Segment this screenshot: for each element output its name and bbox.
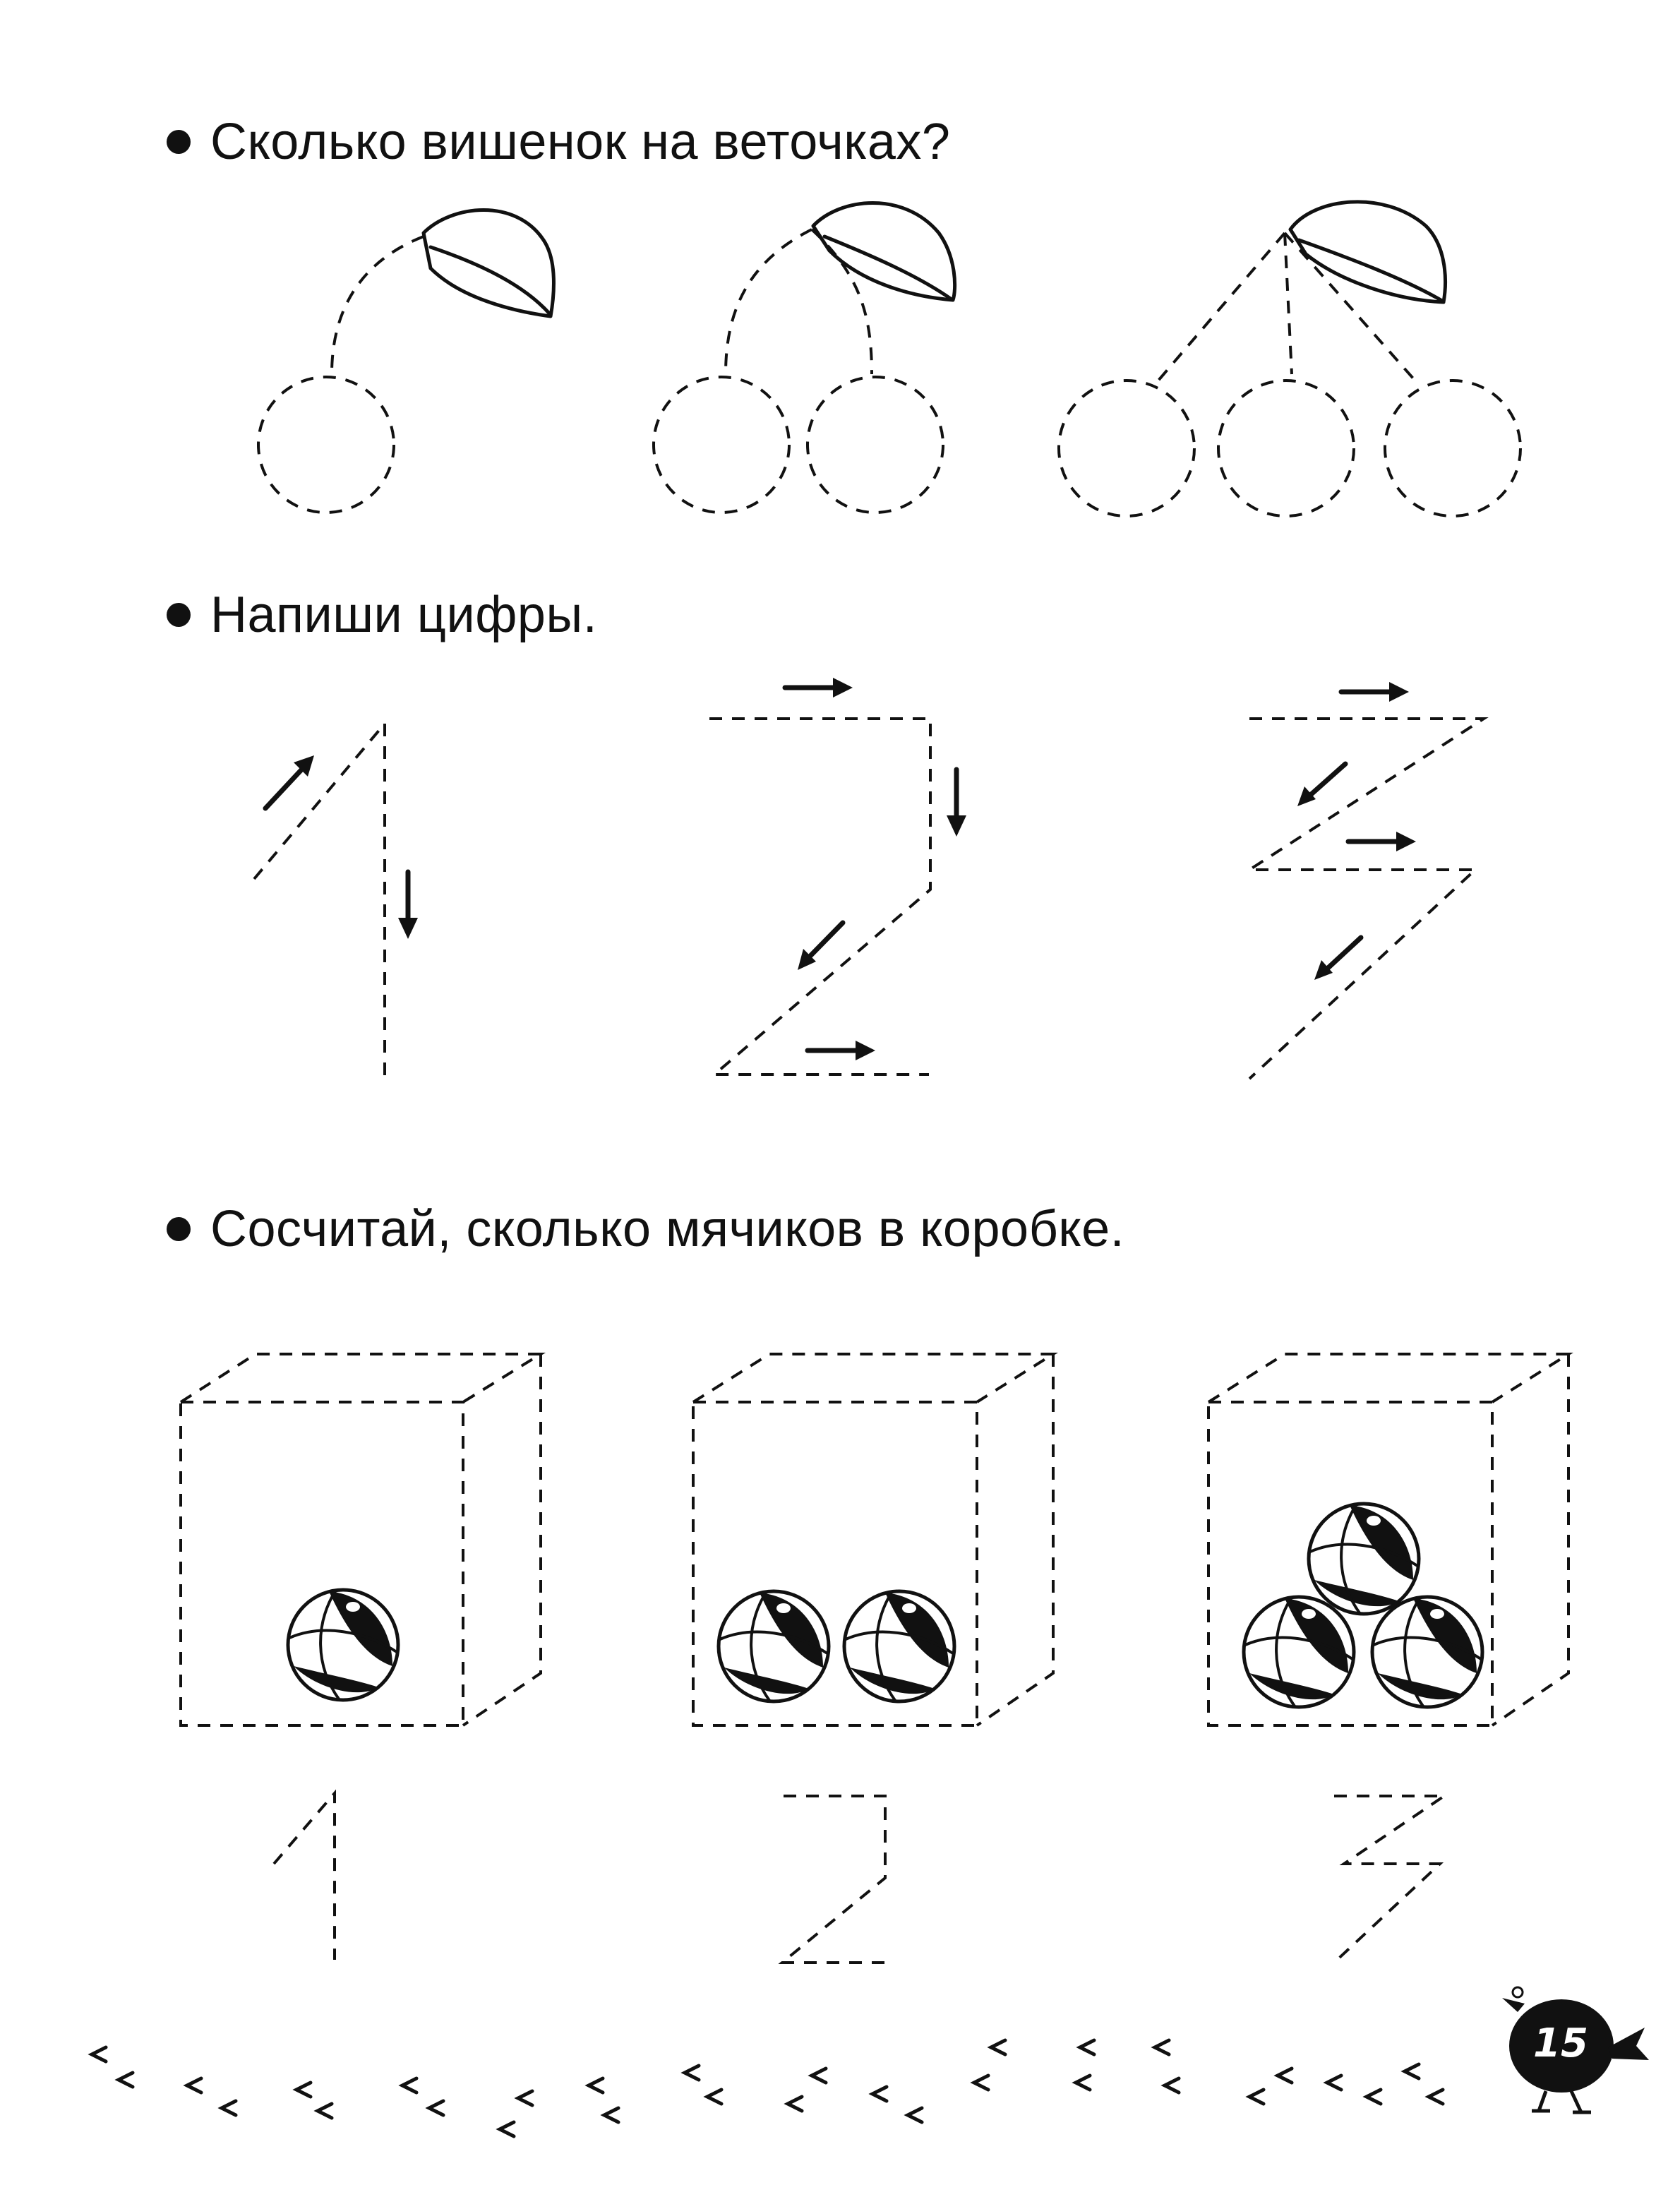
ball-icon [844, 1591, 954, 1701]
box-3 [1207, 1353, 1573, 1727]
cherry-group-1 [257, 208, 556, 514]
footprints-trail [88, 2038, 1445, 2138]
cherry-group-2 [652, 201, 957, 514]
task-3-text: Сосчитай, сколько мячиков в коробке. [210, 1201, 1125, 1257]
ball-icon [288, 1590, 398, 1700]
digit-1-trace [253, 722, 418, 1080]
ball-icon [719, 1591, 829, 1701]
ball-icon [1372, 1597, 1482, 1707]
task-1-heading: Сколько вишенок на веточках? [167, 113, 950, 171]
bird-icon [1502, 1986, 1649, 2114]
bullet-icon [167, 1217, 191, 1241]
task-3-heading: Сосчитай, сколько мячиков в коробке. [167, 1200, 1124, 1258]
ball-icon [1244, 1597, 1354, 1707]
digit-3-trace [1244, 682, 1489, 1080]
box-1 [179, 1353, 546, 1727]
cherry-group-3 [1057, 200, 1522, 517]
bullet-icon [167, 603, 191, 627]
task-1-text: Сколько вишенок на веточках? [210, 114, 951, 170]
task-2-text: Напиши цифры. [210, 587, 598, 643]
bullet-icon [167, 130, 191, 154]
ball-icon [1309, 1504, 1419, 1614]
answer-digit-2 [778, 1795, 887, 1964]
answer-digit-3 [1333, 1795, 1449, 1964]
page-number: 15 [1533, 2021, 1588, 2066]
task-2-heading: Напиши цифры. [167, 586, 597, 644]
digit-2-trace [709, 678, 966, 1076]
answer-digit-1 [272, 1789, 336, 1960]
box-2 [692, 1353, 1058, 1727]
